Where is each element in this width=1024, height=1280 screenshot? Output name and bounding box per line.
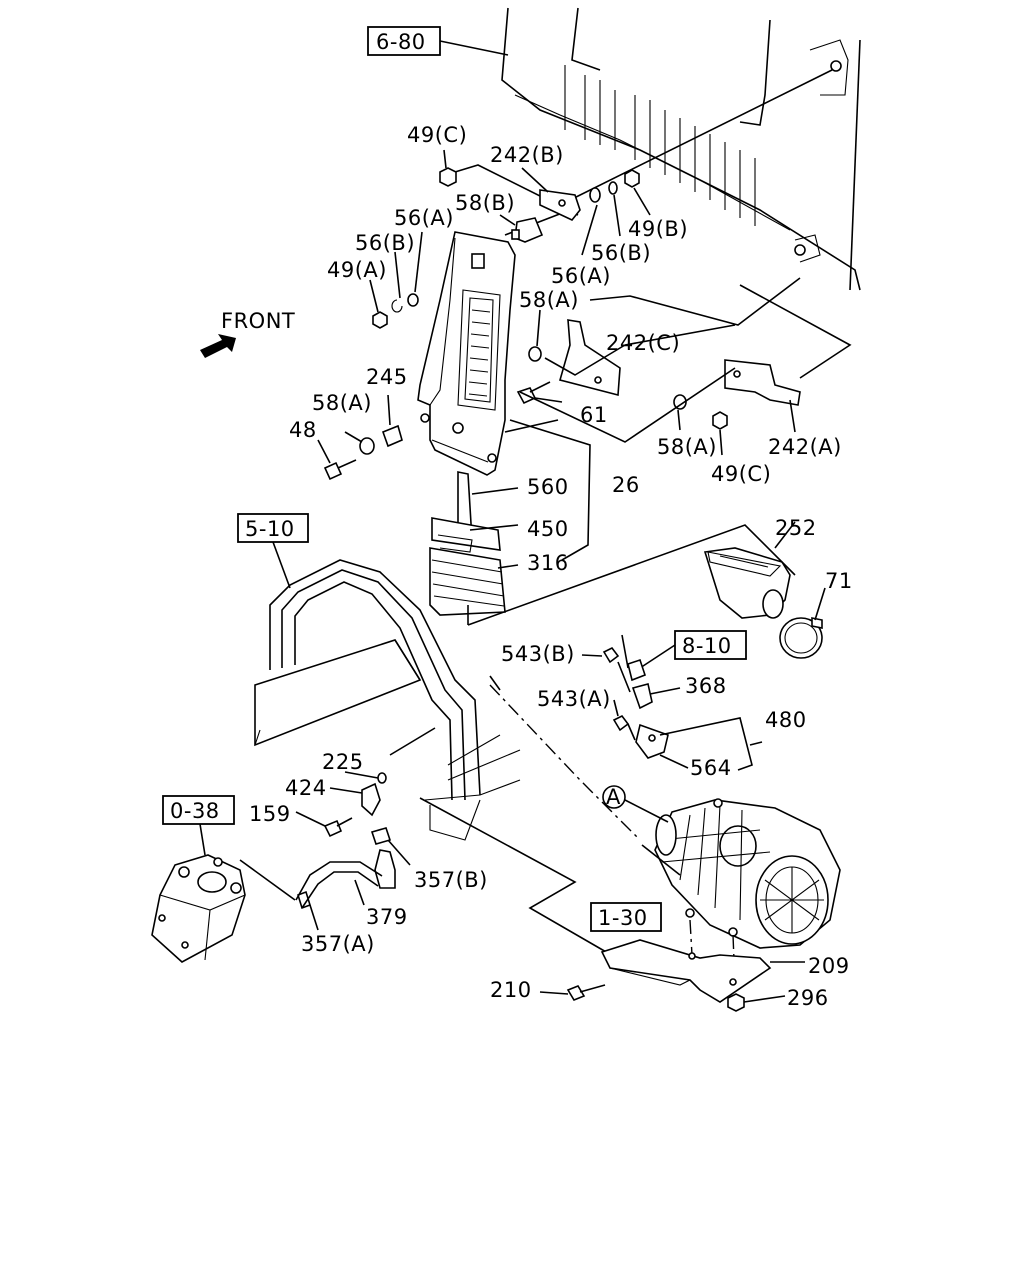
leaders-sensor — [581, 654, 763, 771]
label-242c: 242(C) — [606, 331, 680, 355]
label-450: 450 — [527, 517, 569, 541]
circle-a-label: A — [606, 785, 621, 809]
label-252: 252 — [775, 516, 817, 540]
ref-box-5-10[interactable]: 5-10 — [237, 513, 309, 543]
air-cleaner — [654, 798, 841, 949]
ref-label-6-80: 6-80 — [376, 30, 426, 54]
sensor-assembly — [602, 634, 669, 759]
label-61: 61 — [580, 403, 608, 427]
ref-box-1-30[interactable]: 1-30 — [590, 902, 662, 932]
label-159: 159 — [249, 802, 291, 826]
shift-lever-housing — [417, 231, 516, 476]
leaders-hose — [295, 727, 436, 931]
label-357b: 357(B) — [414, 868, 488, 892]
intake-duct — [703, 547, 791, 619]
label-58a-right: 58(A) — [657, 435, 717, 459]
ref-label-1-30: 1-30 — [598, 906, 648, 930]
frame-structure — [254, 559, 521, 841]
label-49b: 49(B) — [628, 217, 688, 241]
hose-clamp — [779, 617, 823, 659]
label-49c-top: 49(C) — [407, 123, 467, 147]
label-56a-left: 56(A) — [394, 206, 454, 230]
label-543a: 543(A) — [537, 687, 611, 711]
label-245: 245 — [366, 365, 408, 389]
front-arrow: FRONT — [200, 309, 295, 358]
ref-label-5-10: 5-10 — [245, 517, 295, 541]
label-543b: 543(B) — [501, 642, 575, 666]
label-316: 316 — [527, 551, 569, 575]
label-209: 209 — [808, 954, 850, 978]
label-49a: 49(A) — [327, 258, 387, 282]
ref-box-0-38[interactable]: 0-38 — [162, 795, 235, 825]
label-242b: 242(B) — [490, 143, 564, 167]
front-label: FRONT — [221, 309, 295, 333]
label-58b: 58(B) — [455, 191, 515, 215]
label-225: 225 — [322, 750, 364, 774]
ref-box-6-80[interactable]: 6-80 — [367, 26, 441, 56]
label-56b-mid: 56(B) — [591, 241, 651, 265]
label-242a: 242(A) — [768, 435, 842, 459]
leaders-bottom — [539, 961, 805, 1003]
label-210: 210 — [490, 978, 532, 1002]
label-56a-mid: 56(A) — [551, 264, 611, 288]
ref-label-8-10: 8-10 — [682, 634, 732, 658]
label-296: 296 — [787, 986, 829, 1010]
label-58a-mid: 58(A) — [519, 288, 579, 312]
label-480: 480 — [765, 708, 807, 732]
fasteners-top — [323, 167, 801, 481]
circle-a-marker: A — [602, 785, 626, 809]
label-560: 560 — [527, 475, 569, 499]
label-26: 26 — [612, 473, 640, 497]
label-56b-left: 56(B) — [355, 231, 415, 255]
label-379: 379 — [366, 905, 408, 929]
label-58a-left: 58(A) — [312, 391, 372, 415]
label-71: 71 — [825, 569, 853, 593]
label-48: 48 — [289, 418, 317, 442]
leaders-top — [317, 149, 796, 569]
label-564: 564 — [690, 756, 732, 780]
label-368: 368 — [685, 674, 727, 698]
ref-box-8-10[interactable]: 8-10 — [674, 630, 747, 660]
ref-label-0-38: 0-38 — [170, 799, 220, 823]
label-49c-right: 49(C) — [711, 462, 771, 486]
cab-rear-panel — [501, 7, 861, 291]
label-357a: 357(A) — [301, 932, 375, 956]
part-labels: 49(C) 242(B) 58(B) 56(A) 56(B) 49(A) 56(… — [249, 123, 853, 1010]
steering-gear-box — [151, 854, 246, 963]
shift-boot — [429, 471, 506, 616]
mount-bracket — [566, 939, 772, 1012]
label-424: 424 — [285, 776, 327, 800]
